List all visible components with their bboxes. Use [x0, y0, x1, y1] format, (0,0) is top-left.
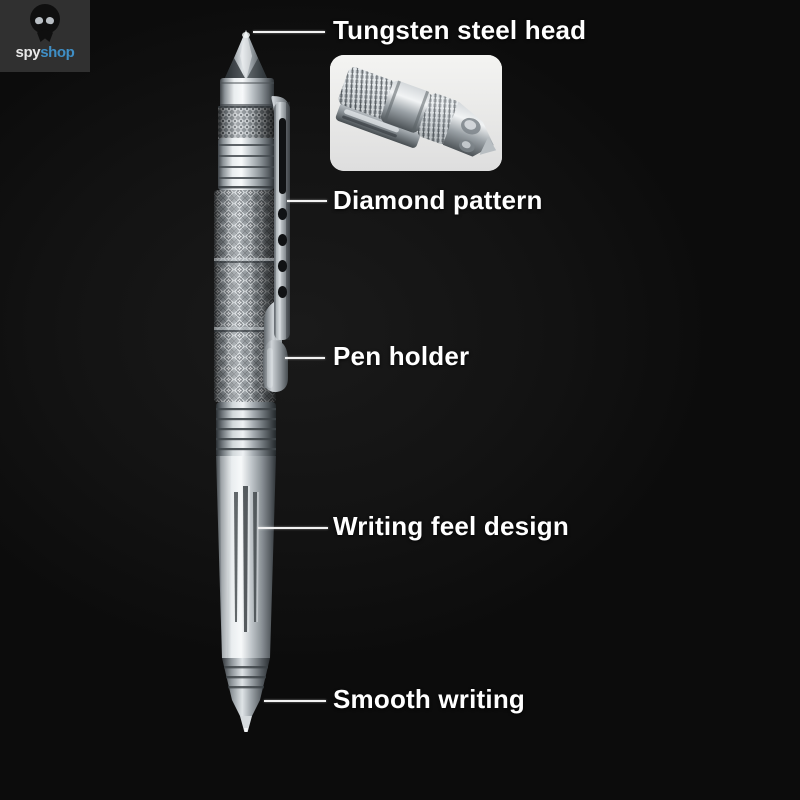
leader-line-smooth-writing [264, 700, 326, 702]
tactical-pen-illustration [190, 22, 330, 732]
callout-label-writing-feel-design: Writing feel design [333, 511, 569, 541]
callout-label-pen-holder: Pen holder [333, 341, 470, 371]
closeup-illustration [330, 55, 502, 171]
callout-label-tungsten-steel-head: Tungsten steel head [333, 15, 587, 45]
brand-wordmark: spyshop [16, 45, 75, 60]
barrel-flutes [234, 486, 259, 632]
brand-name-part1: spy [15, 44, 41, 61]
pen-vector [214, 30, 290, 732]
callout-label-smooth-writing: Smooth writing [333, 684, 525, 714]
spy-ninja-logo-icon [25, 4, 65, 44]
leader-line-tungsten-steel-head [253, 31, 325, 33]
brand-watermark: spyshop [0, 0, 90, 72]
brand-name-part2: shop [40, 44, 75, 61]
leader-line-writing-feel-design [258, 527, 328, 529]
pen-clip-bulge [263, 340, 288, 392]
leader-line-pen-holder [285, 357, 325, 359]
tungsten-tip-closeup-photo [330, 55, 502, 171]
logo-body-shape [37, 29, 53, 42]
leader-line-diamond-pattern [287, 200, 327, 202]
callout-label-diamond-pattern: Diamond pattern [333, 185, 543, 215]
